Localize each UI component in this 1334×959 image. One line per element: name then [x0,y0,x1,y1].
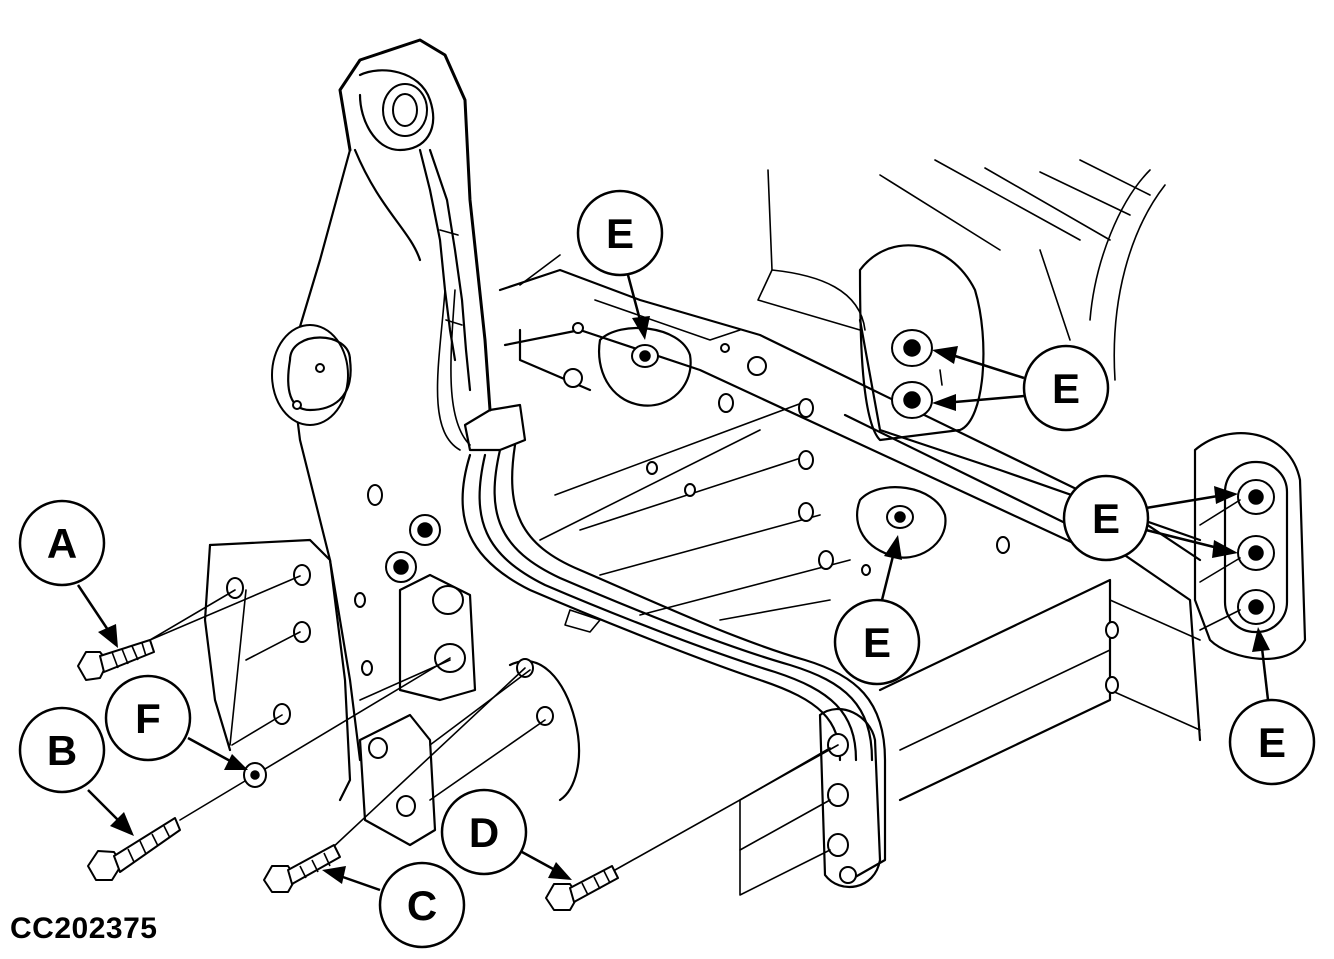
lower-left-bracket [203,538,352,802]
bolt-a [77,639,155,681]
callout-a-label: A [47,520,77,567]
center-nut-plates [563,326,947,559]
callout-f: F [104,674,248,770]
callout-b-label: B [47,727,77,774]
callout-e-right: E [1062,474,1238,562]
bolt-c [263,844,341,893]
callout-a: A [18,499,118,648]
lower-right-bracket [739,707,882,896]
bolt-d [545,865,619,911]
callout-d-label: D [469,809,499,856]
callout-c: C [322,861,466,949]
callout-e-center-label: E [863,619,891,666]
bolt-alignment-lines [149,575,839,871]
main-frame [498,254,1202,802]
lower-center-bracket [358,573,581,847]
washer-f [243,762,267,788]
callout-d: D [440,788,572,880]
callout-b: B [18,706,134,836]
callout-e-lower-right: E [1228,627,1316,786]
callout-e-top: E [576,189,664,340]
callout-e-top-label: E [606,210,634,257]
callout-f-label: F [135,695,161,742]
frame-holes [572,322,1119,694]
callout-e-upper-right: E [932,344,1110,432]
callout-e-upper-right-label: E [1052,365,1080,412]
hydraulic-lines [461,403,887,882]
callout-c-label: C [407,882,437,929]
bolt-b [87,817,181,881]
callout-e-center: E [833,535,921,686]
left-upright-plate [271,38,492,762]
callout-e-right-label: E [1092,495,1120,542]
figure-id-label: CC202375 [10,912,158,945]
machine-body-lines [757,159,1166,381]
upper-right-mount-plate [858,244,985,442]
right-mount-plate [1193,432,1307,660]
callout-e-lower-right-label: E [1258,719,1286,766]
